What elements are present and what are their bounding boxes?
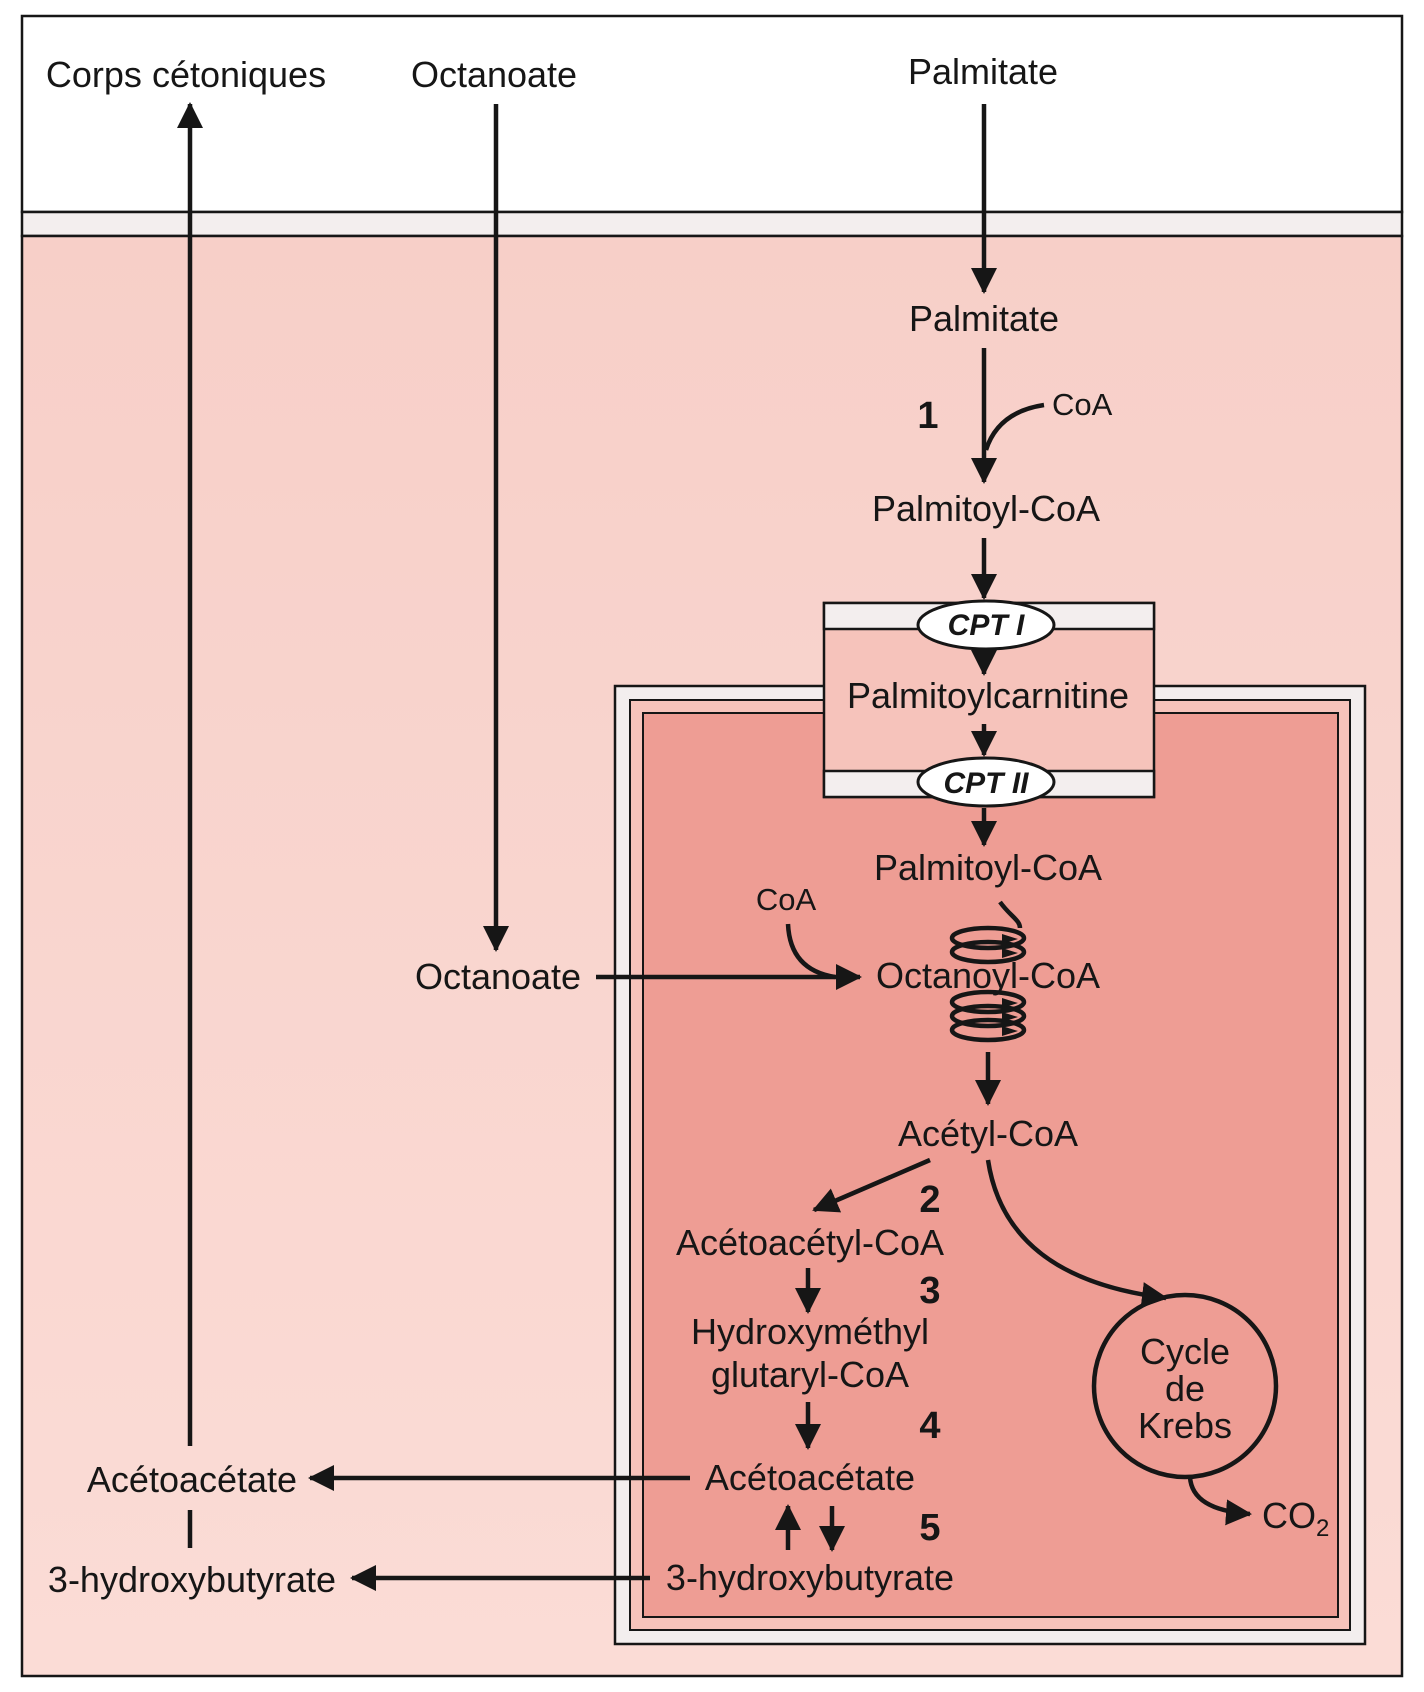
- co2-subscript: 2: [1316, 1515, 1329, 1542]
- label-acetoacetyl-coa: Acétoacétyl-CoA: [676, 1222, 944, 1263]
- krebs-cycle-circle: [1091, 1292, 1279, 1480]
- label-ketone-bodies-out: Corps cétoniques: [46, 54, 326, 95]
- label-cpt1: CPT I: [948, 609, 1025, 642]
- label-octanoate-out: Octanoate: [411, 54, 577, 95]
- label-acetoacetate-cytosol: Acétoacétate: [87, 1459, 297, 1500]
- beta-oxidation-spiral-upper: [949, 900, 1027, 965]
- label-palmitoylcarnitine: Palmitoylcarnitine: [847, 675, 1129, 716]
- label-palmitate-out: Palmitate: [908, 51, 1058, 92]
- label-palmitoyl-coa-matrix: Palmitoyl-CoA: [874, 847, 1102, 888]
- label-step-2: 2: [919, 1179, 940, 1221]
- label-acetoacetate-matrix: Acétoacétate: [705, 1457, 915, 1498]
- label-cpt2: CPT II: [943, 767, 1029, 800]
- label-step-4: 4: [919, 1405, 940, 1447]
- beta-oxidation-spiral-lower: [949, 989, 1027, 1043]
- plasma-membrane: [20, 210, 1404, 238]
- extracellular-space: [20, 14, 1404, 214]
- cpt1-enzyme: [916, 599, 1056, 651]
- arrow-acetyl-coa-to-krebs: [985, 1159, 1168, 1308]
- arrow-krebs-to-co2: [1187, 1476, 1252, 1526]
- label-krebs-line1: Cycle: [1140, 1331, 1230, 1372]
- label-octanoate-cytosol: Octanoate: [415, 956, 581, 997]
- label-step-1: 1: [917, 395, 938, 437]
- label-krebs-line3: Krebs: [1138, 1405, 1232, 1446]
- label-coa-step1: CoA: [1052, 387, 1113, 422]
- arrow-coa-input-step1: [983, 402, 1045, 451]
- label-krebs-line2: de: [1165, 1368, 1205, 1409]
- arrow-coa-input-octanoate: [785, 923, 836, 980]
- label-acetyl-coa: Acétyl-CoA: [898, 1113, 1078, 1154]
- label-hmg-coa-line1: Hydroxyméthyl: [691, 1311, 929, 1352]
- label-octanoyl-coa: Octanoyl-CoA: [876, 955, 1100, 996]
- label-co2: CO2: [1262, 1495, 1329, 1542]
- label-hmg-coa-line2: glutaryl-CoA: [711, 1354, 909, 1395]
- label-coa-octanoate: CoA: [756, 882, 817, 917]
- co2-base: CO: [1262, 1495, 1316, 1536]
- label-step-5: 5: [919, 1507, 940, 1549]
- label-palmitate-cytosol: Palmitate: [909, 298, 1059, 339]
- label-palmitoyl-coa-cytosol: Palmitoyl-CoA: [872, 488, 1100, 529]
- cpt2-enzyme: [916, 756, 1056, 808]
- arrow-step2: [812, 1157, 931, 1213]
- label-hydroxybutyrate-matrix: 3-hydroxybutyrate: [666, 1557, 954, 1598]
- label-step-3: 3: [919, 1270, 940, 1312]
- label-hydroxybutyrate-cytosol: 3-hydroxybutyrate: [48, 1559, 336, 1600]
